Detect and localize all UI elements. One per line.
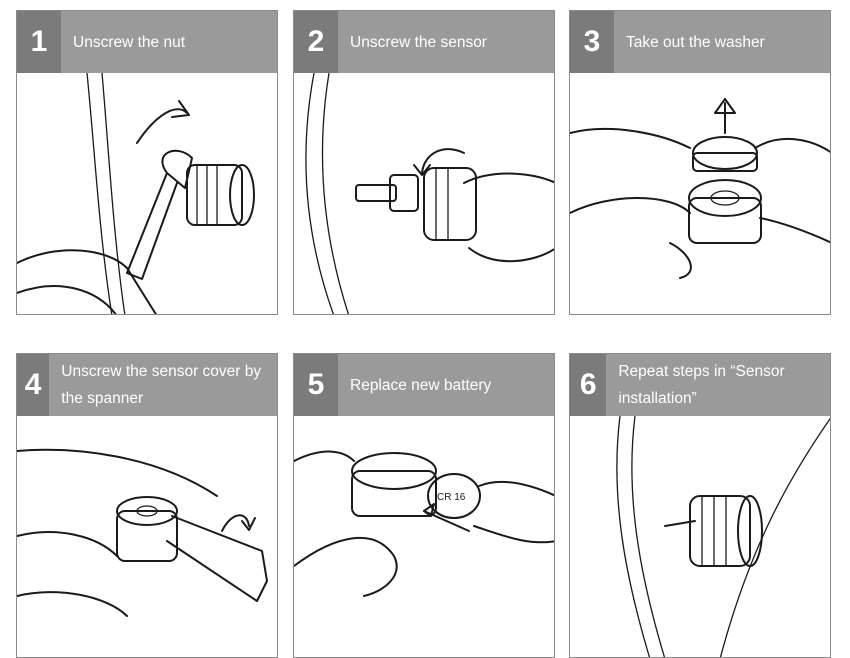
step-5-title: Replace new battery — [338, 372, 499, 399]
step-5-number: 5 — [294, 354, 338, 416]
step-5-panel: 5 Replace new battery CR 16 — [293, 353, 555, 658]
step-3-number: 3 — [570, 11, 614, 73]
step-3-title: Take out the washer — [614, 29, 773, 56]
step-4-illustration — [17, 416, 278, 658]
step-2-number: 2 — [294, 11, 338, 73]
step-2-illustration — [294, 73, 555, 315]
battery-label: CR 16 — [437, 492, 466, 503]
step-2-panel: 2 Unscrew the sensor — [293, 10, 555, 315]
step-1-number: 1 — [17, 11, 61, 73]
step-1-title: Unscrew the nut — [61, 29, 193, 56]
step-4-number: 4 — [17, 354, 49, 416]
step-4-panel: 4 Unscrew the sensor cover by the spanne… — [16, 353, 278, 658]
step-6-header: 6 Repeat steps in “Sensor installation” — [570, 354, 831, 416]
step-6-number: 6 — [570, 354, 606, 416]
step-2-title: Unscrew the sensor — [338, 29, 495, 56]
step-6-panel: 6 Repeat steps in “Sensor installation” — [569, 353, 831, 658]
step-5-illustration: CR 16 — [294, 416, 555, 658]
step-2-header: 2 Unscrew the sensor — [294, 11, 555, 73]
step-6-title: Repeat steps in “Sensor installation” — [606, 358, 831, 412]
step-1-header: 1 Unscrew the nut — [17, 11, 278, 73]
step-3-header: 3 Take out the washer — [570, 11, 831, 73]
step-4-title: Unscrew the sensor cover by the spanner — [49, 358, 278, 412]
step-6-illustration — [570, 416, 831, 658]
step-3-panel: 3 Take out the washer — [569, 10, 831, 315]
step-3-illustration — [570, 73, 831, 315]
step-5-header: 5 Replace new battery — [294, 354, 555, 416]
step-1-panel: 1 Unscrew the nut — [16, 10, 278, 315]
step-1-illustration — [17, 73, 278, 315]
step-4-header: 4 Unscrew the sensor cover by the spanne… — [17, 354, 278, 416]
